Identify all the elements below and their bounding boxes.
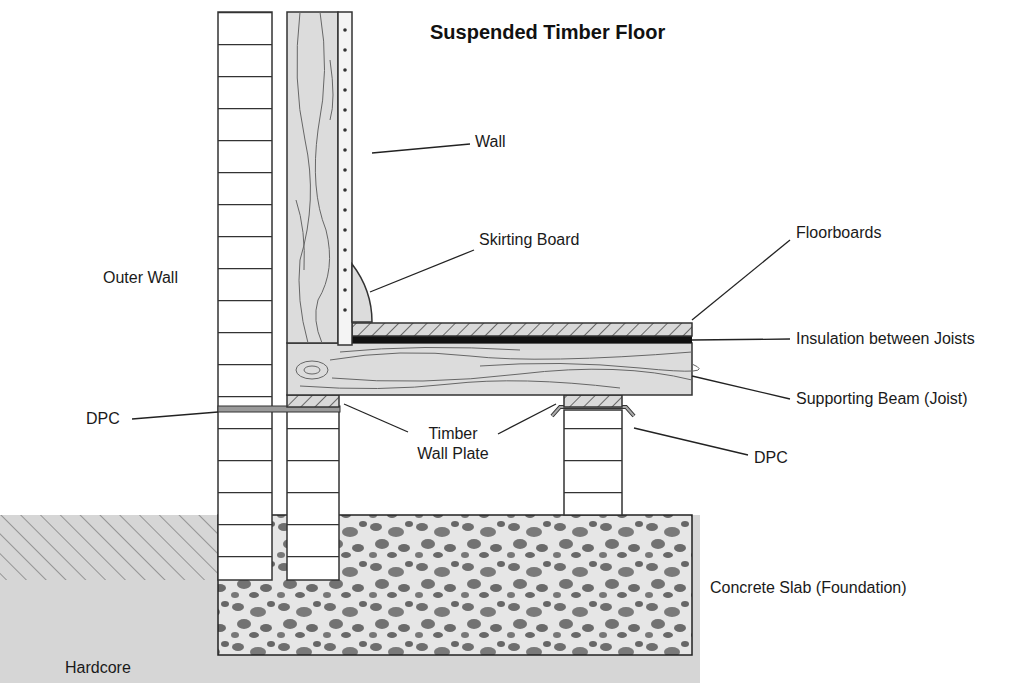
part-label: Supporting Beam (Joist) bbox=[796, 389, 968, 409]
part-label: Floorboards bbox=[796, 223, 881, 243]
part-label: Concrete Slab (Foundation) bbox=[710, 578, 907, 598]
part-label: DPC bbox=[86, 409, 120, 429]
part-label: Wall bbox=[475, 132, 506, 152]
part-label: Skirting Board bbox=[479, 230, 580, 250]
part-label: Outer Wall bbox=[103, 268, 178, 288]
part-label: DPC bbox=[754, 448, 788, 468]
part-label: Hardcore bbox=[65, 658, 131, 678]
part-label: Insulation between Joists bbox=[796, 329, 975, 349]
part-label: Timber Wall Plate bbox=[413, 424, 493, 464]
diagram-title: Suspended Timber Floor bbox=[430, 20, 665, 45]
